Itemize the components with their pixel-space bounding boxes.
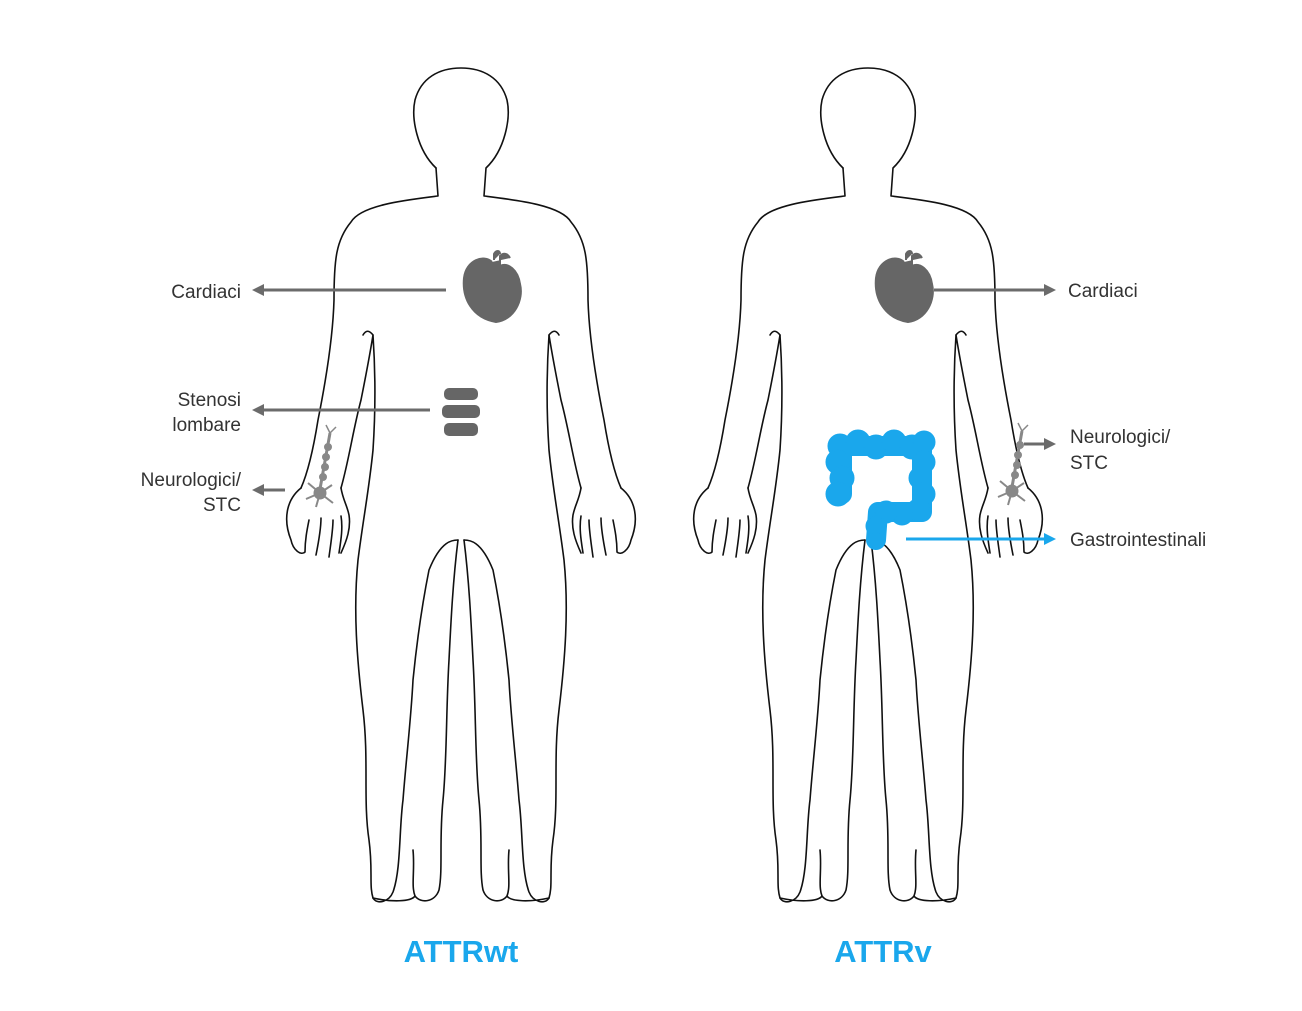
label-neuro-right-line2: STC	[1070, 453, 1108, 474]
label-cardiac-left: Cardiaci	[171, 282, 241, 303]
label-spine-line1: Stenosi	[178, 390, 241, 411]
label-neuro-left-line2: STC	[203, 495, 241, 516]
spine-icon	[442, 388, 480, 436]
arrow-neuro-right	[1024, 438, 1056, 450]
heart-icon	[874, 250, 934, 323]
figure-attrv: Cardiaci Neurologici/ STC Gastrointestin…	[692, 67, 1206, 969]
neuron-icon-left	[304, 423, 338, 509]
figure-attrwt: Cardiaci Stenosi lombare Neurologici/ ST…	[141, 67, 637, 969]
arrow-gi-right	[906, 533, 1056, 545]
body-outline-right	[692, 67, 1044, 903]
label-gi: Gastrointestinali	[1070, 530, 1206, 551]
figure-title-attrv: ATTRv	[834, 934, 932, 969]
body-outline-left	[285, 67, 637, 903]
arrow-cardiac-right	[934, 284, 1056, 296]
figure-title-attrwt: ATTRwt	[404, 934, 519, 969]
intestine-icon	[825, 429, 936, 550]
label-spine-line2: lombare	[172, 415, 241, 436]
arrow-neuro-left	[252, 484, 285, 496]
arrow-cardiac-left	[252, 284, 446, 296]
label-cardiac-right: Cardiaci	[1068, 281, 1138, 302]
arrow-spine-left	[252, 404, 430, 416]
heart-icon	[462, 250, 522, 323]
label-neuro-left-line1: Neurologici/	[141, 470, 242, 491]
label-neuro-right-line1: Neurologici/	[1070, 427, 1171, 448]
